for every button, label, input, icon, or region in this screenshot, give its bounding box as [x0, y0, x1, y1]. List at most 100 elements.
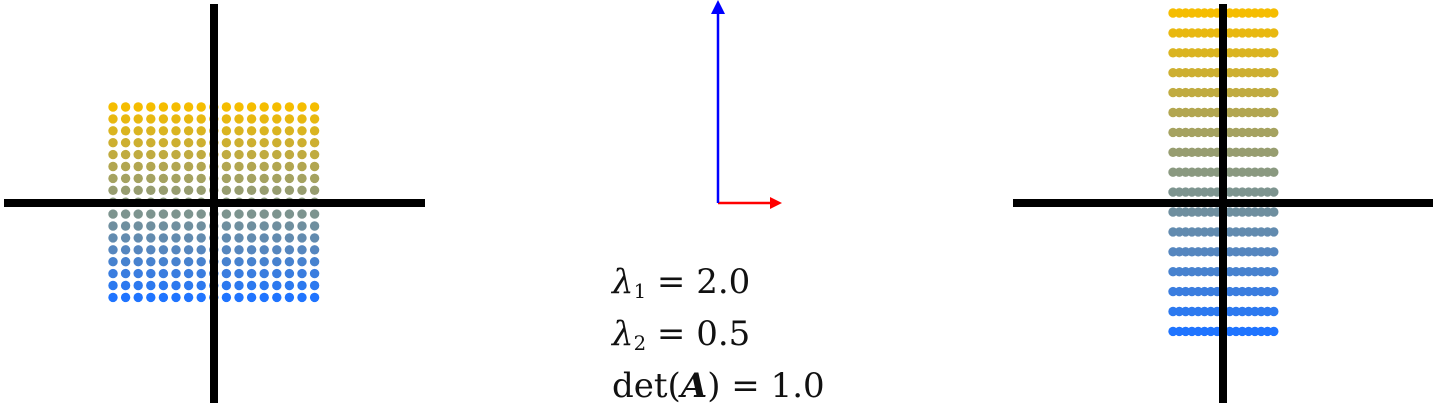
grid-point: [120, 280, 131, 291]
grid-point: [297, 149, 307, 160]
grid-point: [108, 126, 118, 136]
transformed-point: [1269, 167, 1279, 177]
grid-point: [297, 138, 307, 148]
grid-point: [297, 114, 307, 124]
grid-point: [246, 209, 257, 219]
grid-point: [120, 292, 131, 303]
grid-point: [221, 245, 232, 255]
grid-point: [158, 114, 169, 124]
grid-point: [196, 138, 206, 148]
grid-point: [284, 114, 295, 124]
grid-point: [246, 257, 257, 267]
grid-point: [309, 161, 320, 172]
transformed-point: [1269, 207, 1279, 217]
grid-point: [146, 185, 156, 195]
grid-point: [120, 102, 131, 112]
transformed-point: [1269, 267, 1279, 277]
grid-point: [309, 245, 320, 255]
grid-point: [234, 114, 244, 124]
grid-point: [146, 102, 156, 112]
grid-point: [120, 221, 131, 231]
grid-point: [272, 173, 282, 184]
grid-point: [133, 161, 143, 172]
grid-point: [221, 114, 232, 124]
grid-point: [259, 233, 269, 243]
grid-point: [171, 138, 181, 148]
grid-point: [158, 149, 169, 160]
grid-point: [108, 280, 118, 291]
grid-point: [196, 245, 206, 255]
grid-point: [158, 268, 169, 279]
grid-point: [221, 268, 232, 279]
determinant-value: 1.0: [770, 366, 825, 406]
grid-point: [146, 292, 156, 303]
grid-point: [284, 221, 295, 231]
grid-point: [234, 280, 244, 291]
grid-point: [234, 209, 244, 219]
grid-point: [259, 221, 269, 231]
grid-point: [234, 257, 244, 267]
grid-point: [133, 102, 143, 112]
grid-point: [133, 233, 143, 243]
grid-point: [183, 173, 194, 184]
grid-point: [234, 233, 244, 243]
grid-point: [284, 268, 295, 279]
grid-point: [259, 209, 269, 219]
grid-point: [120, 209, 131, 219]
grid-point: [146, 173, 156, 184]
grid-point: [284, 233, 295, 243]
transformed-point: [1269, 87, 1279, 98]
grid-point: [309, 114, 320, 124]
grid-point: [297, 185, 307, 195]
grid-point: [183, 292, 194, 303]
grid-point: [183, 245, 194, 255]
grid-point: [120, 138, 131, 148]
grid-point: [146, 161, 156, 172]
grid-point: [158, 257, 169, 267]
grid-point: [196, 233, 206, 243]
grid-point: [196, 268, 206, 279]
grid-point: [183, 149, 194, 160]
transformed-point: [1269, 286, 1279, 297]
grid-point: [234, 185, 244, 195]
grid-point: [259, 173, 269, 184]
grid-point: [158, 221, 169, 231]
grid-point: [284, 138, 295, 148]
lambda-2-line: λ2 = 0.5: [612, 314, 751, 355]
grid-point: [259, 185, 269, 195]
grid-point: [120, 257, 131, 267]
grid-point: [246, 268, 257, 279]
grid-point: [120, 233, 131, 243]
grid-point: [259, 257, 269, 267]
grid-point: [309, 221, 320, 231]
grid-point: [246, 292, 257, 303]
grid-point: [146, 257, 156, 267]
grid-point: [108, 102, 118, 112]
grid-point: [158, 233, 169, 243]
grid-point: [246, 221, 257, 231]
grid-point: [221, 292, 232, 303]
grid-point: [309, 138, 320, 148]
grid-point: [133, 173, 143, 184]
transformed-point: [1269, 247, 1279, 257]
grid-point: [158, 161, 169, 172]
grid-point: [272, 185, 282, 195]
grid-point: [272, 114, 282, 124]
grid-point: [272, 268, 282, 279]
grid-point: [284, 245, 295, 255]
grid-point: [108, 185, 118, 195]
grid-point: [259, 245, 269, 255]
grid-point: [272, 209, 282, 219]
grid-point: [158, 102, 169, 112]
grid-point: [146, 245, 156, 255]
grid-point: [120, 114, 131, 124]
grid-point: [309, 280, 320, 291]
transformed-grid-panel: [1013, 4, 1433, 403]
grid-point: [221, 257, 232, 267]
grid-point: [196, 102, 206, 112]
grid-point: [221, 173, 232, 184]
grid-point: [234, 245, 244, 255]
grid-point: [133, 280, 143, 291]
grid-point: [196, 209, 206, 219]
